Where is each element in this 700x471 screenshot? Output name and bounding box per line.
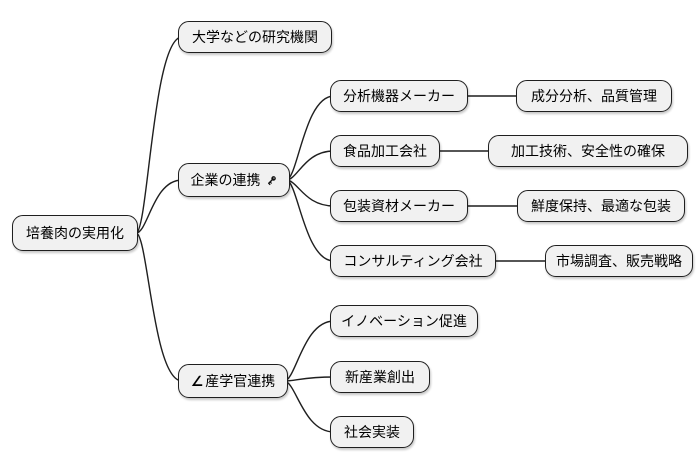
node-analysis-detail-label: 成分分析、品質管理 bbox=[531, 88, 657, 104]
connector-root-university bbox=[135, 36, 183, 234]
connector-corporate-analysis bbox=[285, 95, 335, 181]
node-industry-academia-gov[interactable]: ∠ 産学官連携 bbox=[178, 364, 288, 398]
connector-iag-innovation bbox=[283, 320, 335, 382]
node-corporate-collaboration[interactable]: 企業の連携 bbox=[178, 163, 290, 197]
connector-root-industry-academia-gov bbox=[135, 232, 183, 382]
node-consulting-company-label: コンサルティング会社 bbox=[343, 253, 483, 269]
node-packaging-detail-label: 鮮度保持、最適な包装 bbox=[531, 198, 671, 214]
node-root[interactable]: 培養肉の実用化 bbox=[12, 215, 138, 251]
node-new-industry-creation-label: 新産業創出 bbox=[345, 369, 415, 385]
node-social-implementation-label: 社会実装 bbox=[344, 424, 400, 440]
node-packaging-detail[interactable]: 鮮度保持、最適な包装 bbox=[517, 190, 685, 222]
node-food-detail-label: 加工技術、安全性の確保 bbox=[511, 143, 665, 159]
node-social-implementation[interactable]: 社会実装 bbox=[330, 416, 414, 448]
connector-corporate-packaging bbox=[285, 179, 335, 207]
node-innovation-promotion[interactable]: イノベーション促進 bbox=[330, 305, 478, 337]
connector-corporate-consulting bbox=[285, 179, 335, 262]
node-packaging-material-maker[interactable]: 包装資材メーカー bbox=[330, 190, 468, 222]
node-food-detail[interactable]: 加工技術、安全性の確保 bbox=[488, 135, 688, 167]
node-food-processing-company[interactable]: 食品加工会社 bbox=[330, 135, 440, 167]
connector-root-corporate bbox=[135, 179, 183, 234]
node-innovation-promotion-label: イノベーション促進 bbox=[341, 313, 467, 329]
connector-iag-new-industry bbox=[283, 376, 335, 382]
node-corporate-collaboration-label: 企業の連携 bbox=[190, 172, 261, 188]
node-food-processing-company-label: 食品加工会社 bbox=[343, 143, 427, 159]
node-consulting-detail-label: 市場調査、販売戦略 bbox=[556, 253, 682, 269]
node-root-label: 培養肉の実用化 bbox=[26, 225, 124, 241]
node-university-research-label: 大学などの研究機関 bbox=[192, 29, 318, 45]
node-university-research[interactable]: 大学などの研究機関 bbox=[178, 21, 332, 53]
node-industry-academia-gov-label: 産学官連携 bbox=[205, 373, 276, 389]
key-icon bbox=[265, 174, 278, 187]
node-analysis-equipment-maker-label: 分析機器メーカー bbox=[343, 88, 455, 104]
connector-corporate-food bbox=[285, 150, 335, 181]
node-packaging-material-maker-label: 包装資材メーカー bbox=[343, 198, 455, 214]
angle-icon: ∠ bbox=[190, 373, 204, 389]
node-consulting-company[interactable]: コンサルティング会社 bbox=[330, 245, 496, 277]
node-consulting-detail[interactable]: 市場調査、販売戦略 bbox=[545, 245, 693, 277]
node-new-industry-creation[interactable]: 新産業創出 bbox=[330, 361, 430, 393]
node-analysis-equipment-maker[interactable]: 分析機器メーカー bbox=[330, 80, 468, 112]
connector-iag-social bbox=[283, 380, 335, 433]
node-analysis-detail[interactable]: 成分分析、品質管理 bbox=[516, 80, 672, 112]
